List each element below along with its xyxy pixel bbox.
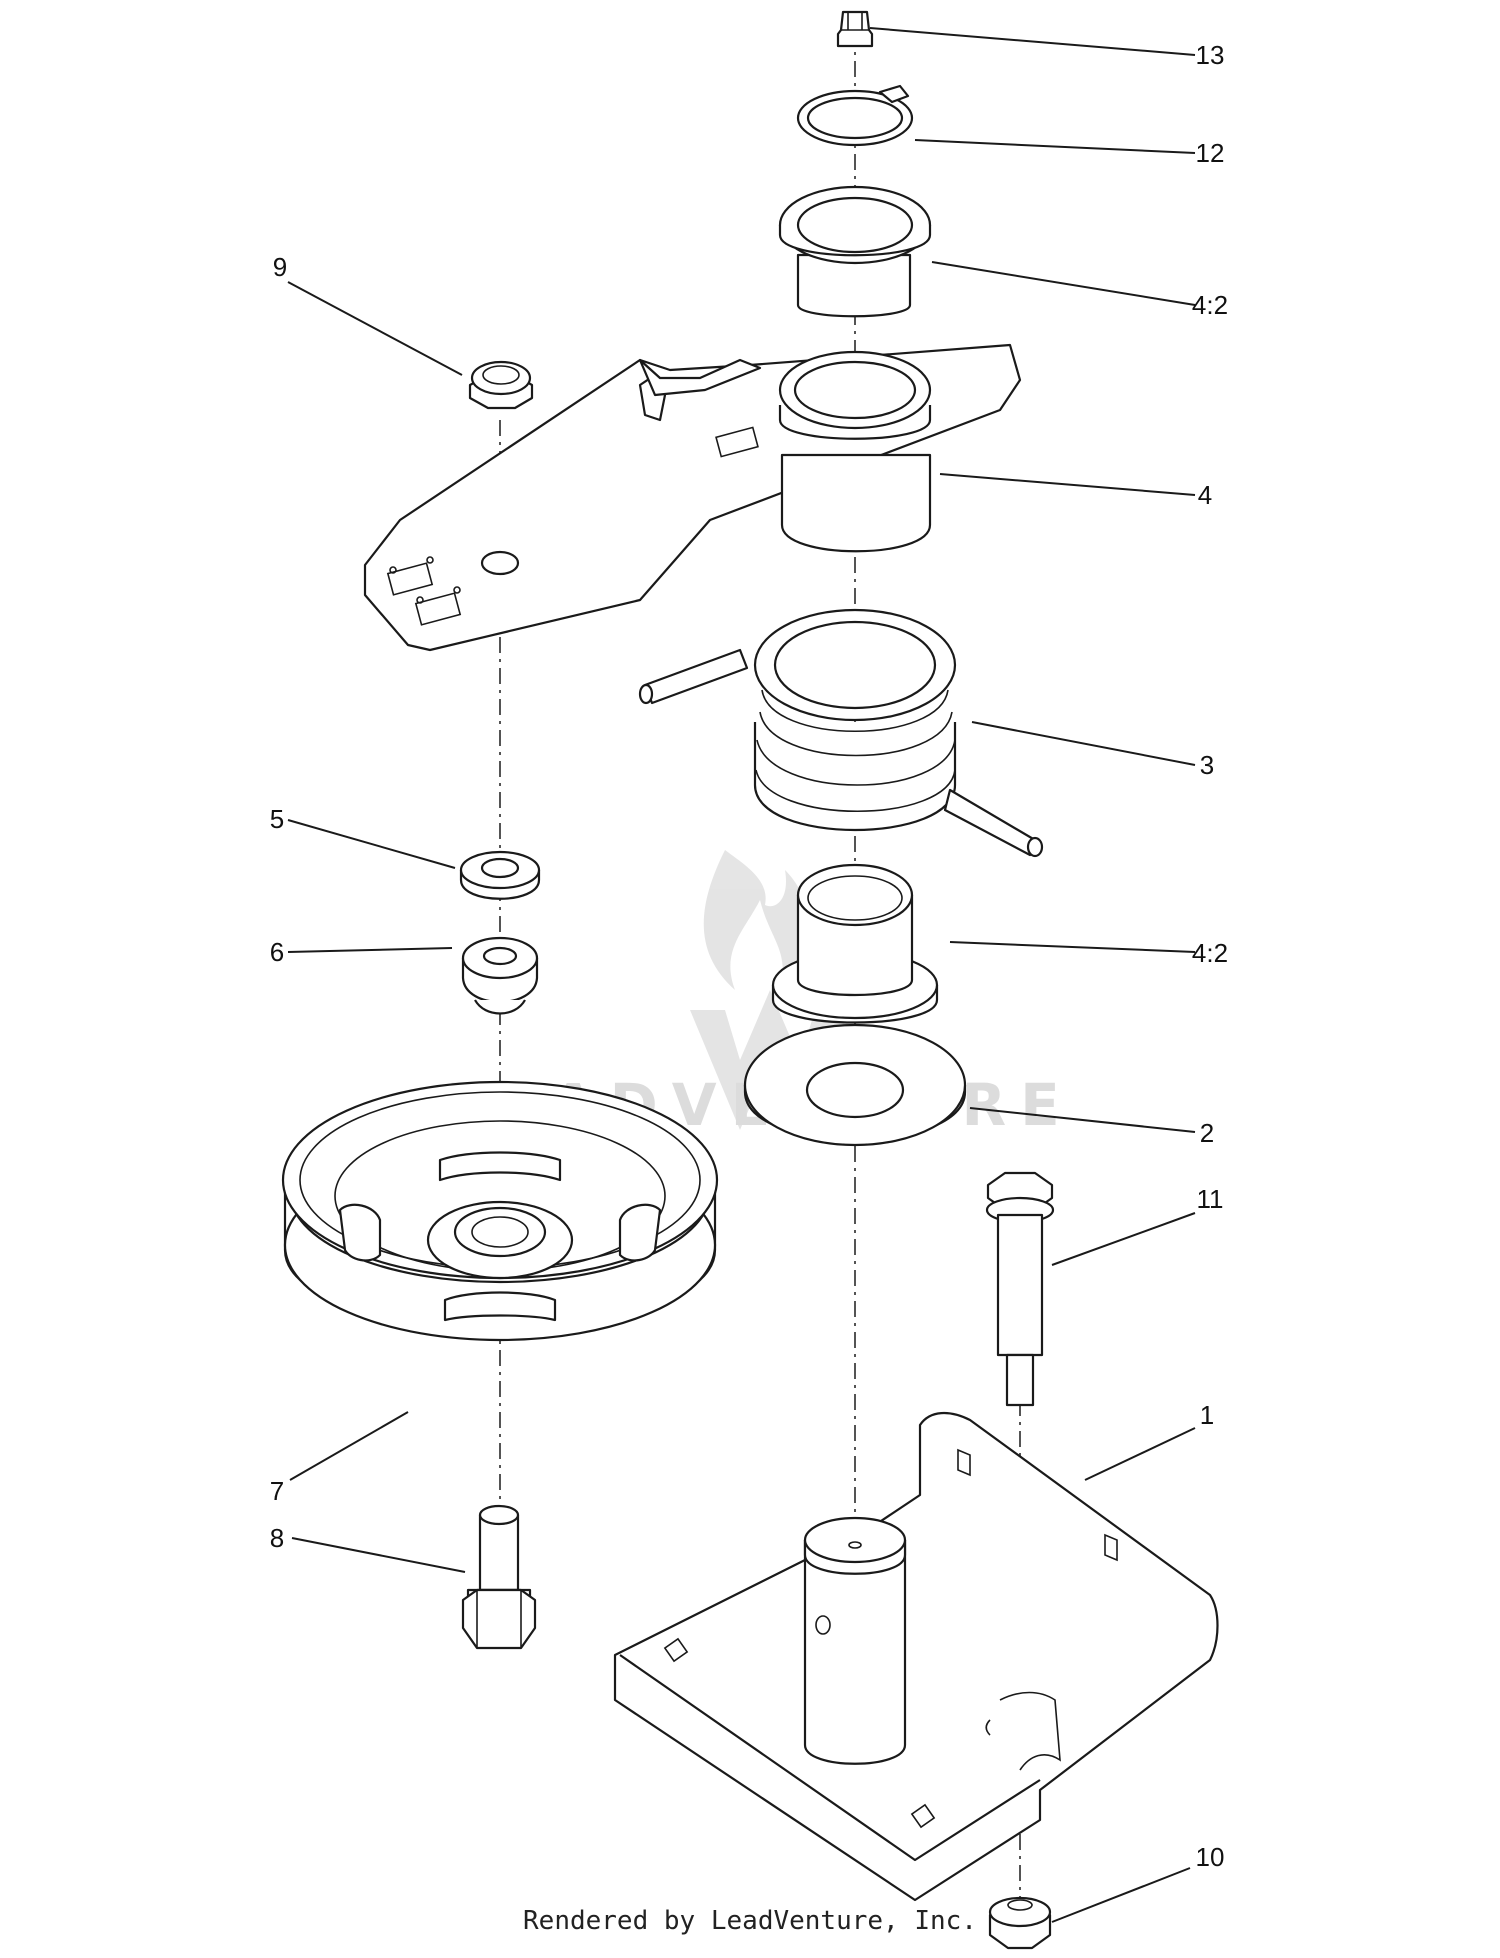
flange-bushing-top-part <box>778 185 932 318</box>
callout-7: 7 <box>270 1476 284 1506</box>
callout-9: 9 <box>273 252 287 282</box>
flange-nut-part <box>988 1896 1052 1950</box>
callout-3: 3 <box>1200 750 1214 780</box>
callout-6: 6 <box>270 937 284 967</box>
shoulder-bolt-part <box>461 1504 537 1650</box>
lock-nut-top-part <box>468 360 534 410</box>
torsion-spring-part <box>638 608 1044 858</box>
callout-11: 11 <box>1197 1184 1224 1214</box>
callout-4: 4 <box>1198 480 1212 510</box>
rendered-by-footer: Rendered by LeadVenture, Inc. <box>523 1906 977 1936</box>
flange-bushing-bottom-part <box>771 863 939 1024</box>
callout-10: 10 <box>1196 1842 1225 1872</box>
callout-5: 5 <box>270 804 284 834</box>
spacer-part <box>461 936 539 1015</box>
callout-13: 13 <box>1196 40 1225 70</box>
idler-pulley-part <box>281 1080 719 1342</box>
callout-8: 8 <box>270 1523 284 1553</box>
callout-4-2-top: 4:2 <box>1192 290 1228 320</box>
leader-lines <box>287 27 1196 1923</box>
flat-washer-small-part <box>459 850 541 900</box>
callout-12: 12 <box>1196 138 1225 168</box>
callout-4-2-mid: 4:2 <box>1192 938 1228 968</box>
callout-2: 2 <box>1200 1118 1214 1148</box>
grease-fitting-part <box>836 10 874 48</box>
mounting-bracket-part <box>613 1412 1219 1902</box>
retaining-ring-part <box>796 84 914 147</box>
callout-1: 1 <box>1200 1400 1214 1430</box>
flat-washer-large-part <box>743 1023 967 1147</box>
idler-arm-part <box>363 343 1022 652</box>
hex-bolt-part <box>985 1171 1055 1407</box>
